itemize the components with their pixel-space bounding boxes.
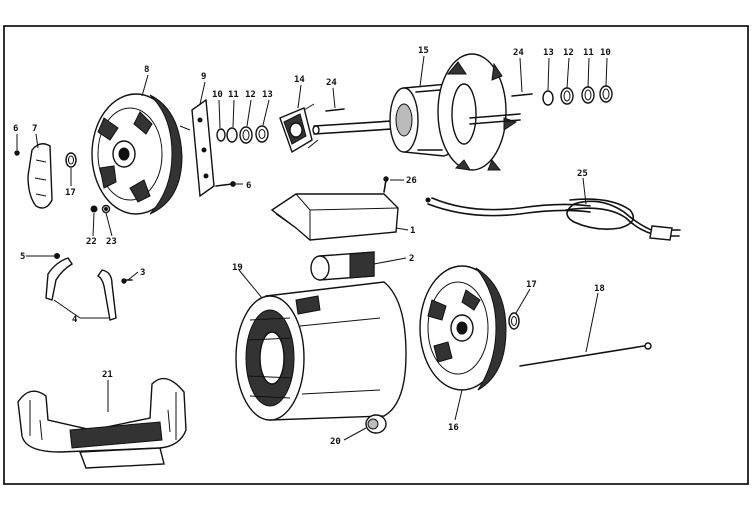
callout-17-right: 17 <box>526 280 537 290</box>
callout-6-left: 6 <box>13 124 18 134</box>
callout-13-right: 13 <box>543 48 554 58</box>
callout-26: 26 <box>406 176 417 186</box>
callout-24-right: 24 <box>513 48 524 58</box>
part-12-ring-right <box>560 87 574 105</box>
part-17-bearing-right <box>508 312 520 330</box>
leader-lines <box>16 55 608 441</box>
part-6-screw-left <box>14 150 20 156</box>
part-1-capacitor-cover <box>270 193 399 241</box>
part-15-rotor <box>312 53 521 171</box>
callout-22: 22 <box>86 237 97 247</box>
part-4-brackets <box>45 257 117 321</box>
callout-8: 8 <box>144 65 149 75</box>
callout-20: 20 <box>330 437 341 447</box>
callout-13-left: 13 <box>262 90 273 100</box>
callout-6-right: 6 <box>246 181 251 191</box>
callout-3: 3 <box>140 268 145 278</box>
callout-10-right: 10 <box>600 48 611 58</box>
part-16-end-bell <box>419 265 507 391</box>
part-8-end-bell <box>91 93 183 215</box>
part-26-screw <box>383 176 389 193</box>
callout-10-left: 10 <box>212 90 223 100</box>
part-22-nut <box>90 205 98 213</box>
part-11-ring-left <box>226 127 238 143</box>
part-13-ring-right <box>542 90 554 106</box>
part-2-capacitor <box>310 251 375 281</box>
callout-14: 14 <box>294 75 305 85</box>
callout-23: 23 <box>106 237 117 247</box>
part-18-through-bolt <box>519 342 652 367</box>
callout-21: 21 <box>102 370 113 380</box>
callout-17-left: 17 <box>65 188 76 198</box>
part-24-key-right <box>511 93 533 97</box>
callout-11-left: 11 <box>228 90 239 100</box>
part-23-washer <box>101 204 111 214</box>
part-17-bearing-left <box>65 152 77 168</box>
callout-7: 7 <box>32 124 37 134</box>
callout-15: 15 <box>418 46 429 56</box>
part-5-clip <box>54 253 60 259</box>
callout-labels: 1 2 3 4 5 6 6 7 8 9 10 10 11 11 12 12 13… <box>13 46 611 447</box>
callout-24-left: 24 <box>326 78 337 88</box>
callout-12-left: 12 <box>245 90 256 100</box>
callout-19: 19 <box>232 263 243 273</box>
diagram-border <box>3 25 749 485</box>
part-25-power-cord <box>425 197 681 241</box>
callout-4: 4 <box>72 315 78 325</box>
callout-25: 25 <box>577 169 588 179</box>
part-20-plug <box>365 414 387 434</box>
part-10-ring-right <box>599 85 613 103</box>
callout-2: 2 <box>409 254 414 264</box>
part-21-base-cradle <box>17 377 187 469</box>
part-3-screw <box>121 278 133 284</box>
part-6-screw-right <box>215 181 236 187</box>
part-24-key-left <box>325 108 345 112</box>
callout-11-right: 11 <box>583 48 594 58</box>
part-19-stator-frame <box>235 281 407 421</box>
callout-12-right: 12 <box>563 48 574 58</box>
callout-5: 5 <box>20 252 25 262</box>
part-10-ring-left <box>216 128 226 142</box>
part-14-centrifugal-switch <box>279 103 319 154</box>
part-7-cover-plate <box>27 143 53 209</box>
part-12-ring-left <box>239 126 253 144</box>
part-13-ring-left <box>255 125 269 143</box>
part-9-switch-plate <box>179 98 215 198</box>
callout-18: 18 <box>594 284 605 294</box>
callout-16: 16 <box>448 423 459 433</box>
callout-9: 9 <box>201 72 206 82</box>
part-11-ring-right <box>581 86 595 104</box>
callout-1: 1 <box>410 226 415 236</box>
